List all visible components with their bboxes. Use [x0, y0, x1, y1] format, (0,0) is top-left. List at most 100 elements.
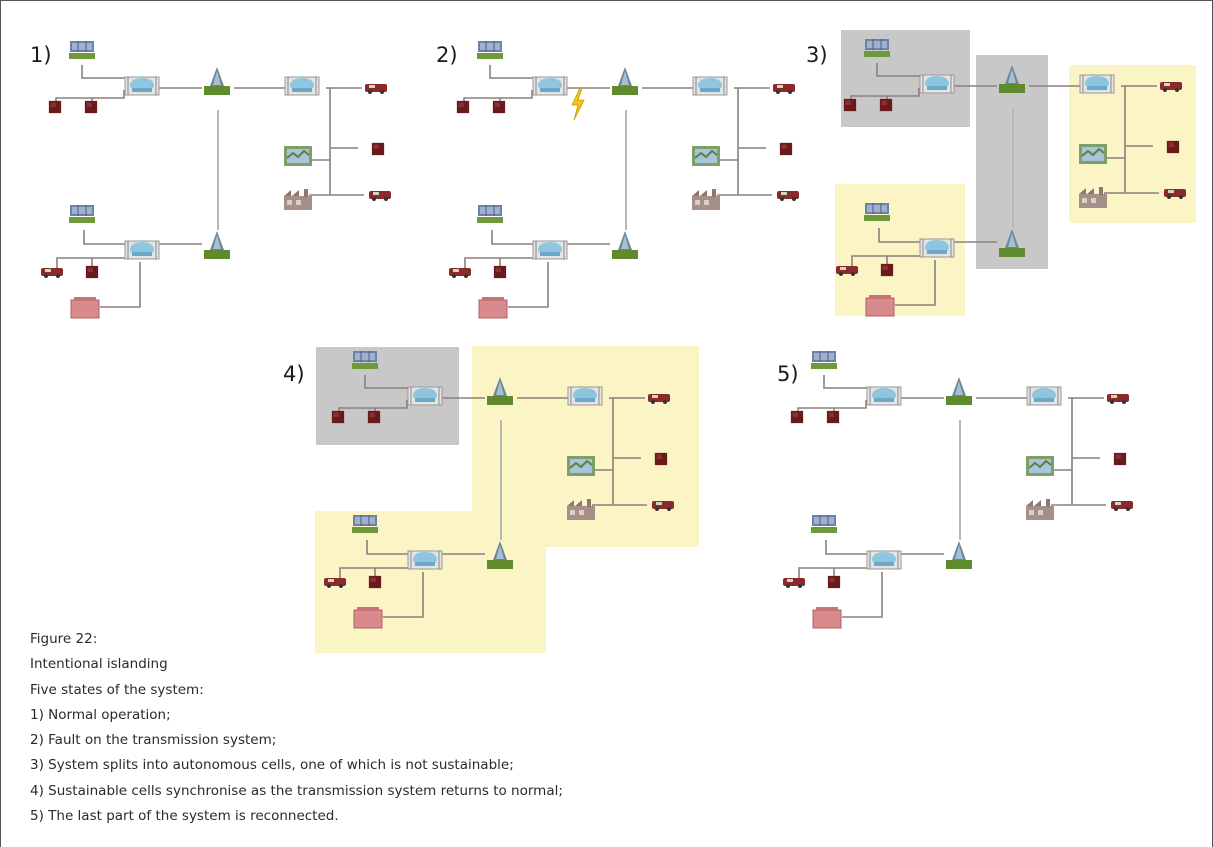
cell-sustainable-p4	[315, 346, 699, 653]
substation-icon	[407, 550, 443, 570]
solar-panel-icon	[863, 202, 891, 222]
electric-vehicle-icon	[1107, 394, 1129, 404]
house-icon	[84, 100, 98, 114]
solar-panel-icon	[476, 40, 504, 60]
house-icon	[493, 265, 507, 279]
panel-4	[324, 350, 674, 629]
electric-vehicle-icon	[777, 191, 799, 201]
solar-panel-icon	[351, 514, 379, 534]
power-line	[734, 87, 739, 195]
electric-vehicle-icon	[365, 84, 387, 94]
house-icon	[85, 265, 99, 279]
substation-icon	[284, 76, 320, 96]
house-icon	[371, 142, 385, 156]
house-icon	[654, 452, 668, 466]
panel-5	[783, 350, 1133, 629]
figure-caption: Figure 22: Intentional islanding Five st…	[30, 627, 730, 829]
electric-vehicle-icon	[1111, 501, 1133, 511]
substation-icon	[919, 238, 955, 258]
house-icon	[790, 410, 804, 424]
caption-title: Intentional islanding	[30, 656, 168, 673]
substation-icon	[919, 74, 955, 94]
power-line	[851, 255, 920, 268]
power-line	[491, 230, 536, 245]
caption-state-4: 4) Sustainable cells synchronise as the …	[30, 782, 563, 799]
house-icon	[367, 410, 381, 424]
house-icon	[1113, 452, 1127, 466]
wind-field-icon	[1078, 143, 1108, 165]
panel-2-label: 2)	[436, 43, 458, 67]
electric-vehicle-icon	[449, 268, 471, 278]
house-icon	[456, 100, 470, 114]
substation-icon	[124, 76, 160, 96]
power-line	[878, 228, 923, 243]
substation-icon	[1079, 74, 1115, 94]
house-icon	[880, 263, 894, 277]
solar-panel-icon	[351, 350, 379, 370]
solar-panel-icon	[68, 40, 96, 60]
power-line	[842, 572, 883, 618]
power-line	[56, 257, 125, 270]
power-line	[1068, 397, 1073, 505]
transmission-tower-icon	[946, 541, 972, 569]
solar-panel-icon	[810, 350, 838, 370]
substation-icon	[567, 386, 603, 406]
house-icon	[843, 98, 857, 112]
wind-field-icon	[283, 145, 313, 167]
transmission-tower-icon	[612, 67, 638, 95]
fault-lightning-icon	[571, 88, 585, 120]
house-icon	[48, 100, 62, 114]
house-icon	[879, 98, 893, 112]
solar-panel-icon	[810, 514, 838, 534]
substation-icon	[124, 240, 160, 260]
power-line	[825, 540, 870, 555]
caption-intro: Five states of the system:	[30, 681, 204, 698]
caption-figure-number: Figure 22:	[30, 631, 98, 647]
solar-panel-icon	[863, 38, 891, 58]
factory-icon	[692, 189, 720, 210]
caption-state-3: 3) System splits into autonomous cells, …	[30, 757, 514, 774]
transmission-tower-icon	[946, 377, 972, 405]
substation-icon	[692, 76, 728, 96]
energy-storage-icon	[478, 296, 508, 319]
power-line	[326, 87, 331, 195]
wind-field-icon	[1025, 455, 1055, 477]
factory-icon	[1026, 499, 1054, 520]
power-line	[895, 260, 936, 306]
substation-icon	[1026, 386, 1062, 406]
power-line	[464, 257, 533, 270]
electric-vehicle-icon	[783, 578, 805, 588]
electric-vehicle-icon	[773, 84, 795, 94]
energy-storage-icon	[353, 606, 383, 629]
transmission-tower-icon	[204, 231, 230, 259]
energy-storage-icon	[865, 294, 895, 317]
house-icon	[331, 410, 345, 424]
transmission-tower-icon	[612, 231, 638, 259]
energy-storage-icon	[70, 296, 100, 319]
energy-storage-icon	[812, 606, 842, 629]
caption-state-1: 1) Normal operation;	[30, 706, 171, 723]
substation-icon	[532, 76, 568, 96]
house-icon	[368, 575, 382, 589]
house-icon	[1166, 140, 1180, 154]
solar-panel-icon	[476, 204, 504, 224]
panel-4-label: 4)	[283, 362, 305, 386]
house-icon	[492, 100, 506, 114]
panel-2	[449, 40, 799, 319]
substation-icon	[866, 386, 902, 406]
transmission-tower-icon	[204, 67, 230, 95]
panel-1-label: 1)	[30, 43, 52, 67]
electric-vehicle-icon	[369, 191, 391, 201]
house-icon	[827, 575, 841, 589]
substation-icon	[407, 386, 443, 406]
factory-icon	[284, 189, 312, 210]
wind-field-icon	[566, 455, 596, 477]
house-icon	[826, 410, 840, 424]
panel-5-label: 5)	[777, 362, 799, 386]
panel-3-label: 3)	[806, 43, 828, 67]
power-line	[383, 572, 424, 618]
wind-field-icon	[691, 145, 721, 167]
caption-state-2: 2) Fault on the transmission system;	[30, 732, 277, 749]
house-icon	[779, 142, 793, 156]
